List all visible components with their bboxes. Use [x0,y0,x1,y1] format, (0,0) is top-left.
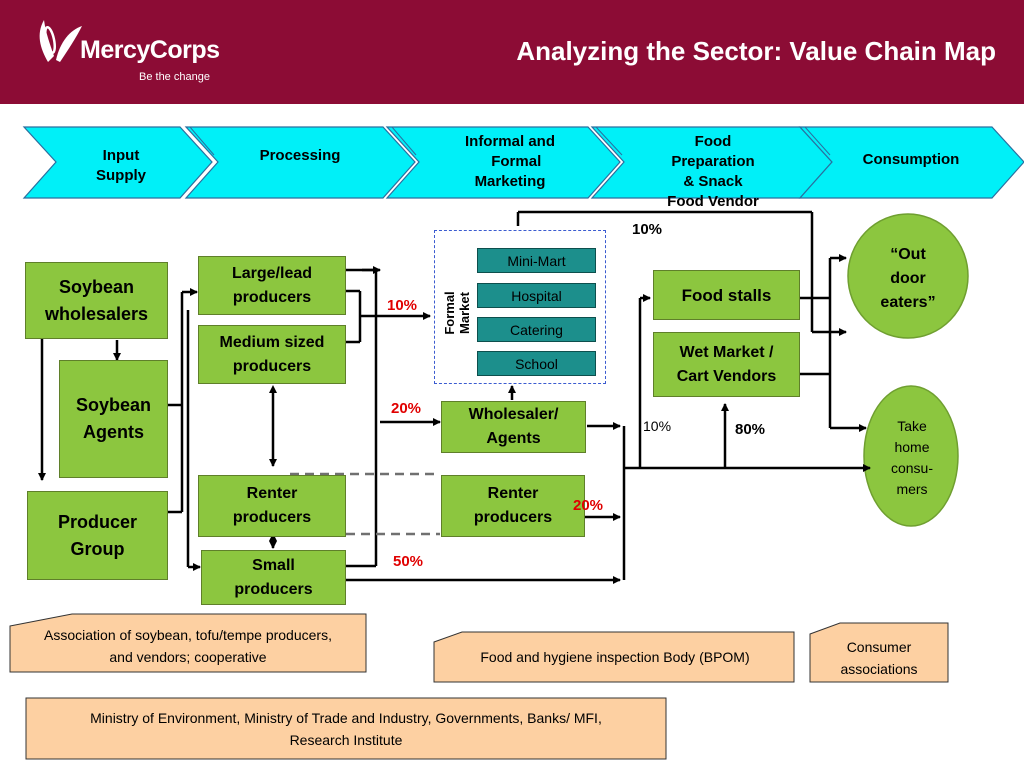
bpom-box [433,631,795,683]
take-home-label: Take home consu- mers [890,418,934,497]
pct-formal-10: 10% [387,297,418,314]
chevron-processing [184,126,416,199]
consumer-assoc-label: Consumer associations [840,639,918,677]
large-producers-box: Large/lead producers [198,256,346,315]
ministry-label: Ministry of Environment, Ministry of Tra… [90,710,602,748]
chevron-consumption [798,126,1024,199]
soybean-wholesalers-box: Soybean wholesalers [25,262,168,339]
outdoor-eaters-label: “Out door eaters” [880,246,936,311]
producer-group-box: Producer Group [27,491,168,580]
wholesaler-agents-box: Wholesaler/ Agents [441,401,586,453]
pct-stalls-10: 10% [643,418,672,434]
renter-producers-mid-box: Renter producers [441,475,585,537]
stage-input-supply: Input Supply [95,147,146,184]
small-producers-box: Small producers [201,550,346,605]
chevron-input-supply [22,126,213,199]
page-title: Analyzing the Sector: Value Chain Map [516,36,996,66]
market-catering: Catering [477,317,596,342]
medium-producers-box: Medium sized producers [198,325,346,384]
outdoor-eaters-circle [847,213,969,339]
renter-producers-left-box: Renter producers [198,475,346,537]
formal-market-label: Formal Market [442,291,472,335]
pct-top-10: 10% [632,221,663,238]
take-home-circle [863,385,959,527]
mercycorps-logo-icon [39,20,82,62]
chevron-marketing [385,126,621,199]
stage-food-prep: Food Preparation & Snack Food Vendor [667,133,759,210]
logo-tagline: Be the change [139,71,210,83]
pct-renter-20: 20% [573,497,604,514]
formal-market-group [434,230,606,384]
wet-market-box: Wet Market / Cart Vendors [653,332,800,397]
pct-home-80: 80% [735,421,766,438]
stage-processing: Processing [259,147,341,164]
stage-marketing: Informal and Formal Marketing [464,133,555,190]
consumer-assoc-box [809,622,949,683]
market-mini-mart: Mini-Mart [477,248,596,273]
stage-consumption: Consumption [862,151,960,168]
food-stalls-box: Food stalls [653,270,800,320]
market-hospital: Hospital [477,283,596,308]
pct-small-50: 50% [393,553,424,570]
logo-wordmark: MercyCorps [80,36,220,64]
bpom-label: Food and hygiene inspection Body (BPOM) [480,649,750,665]
market-school: School [477,351,596,376]
ministry-box [25,697,667,760]
header-banner: MercyCorps Be the change Analyzing the S… [0,0,1024,104]
association-label: Association of soybean, tofu/tempe produ… [44,627,332,665]
pct-wholesaler-20: 20% [391,400,422,417]
association-box [9,613,367,673]
soybean-agents-box: Soybean Agents [59,360,168,478]
